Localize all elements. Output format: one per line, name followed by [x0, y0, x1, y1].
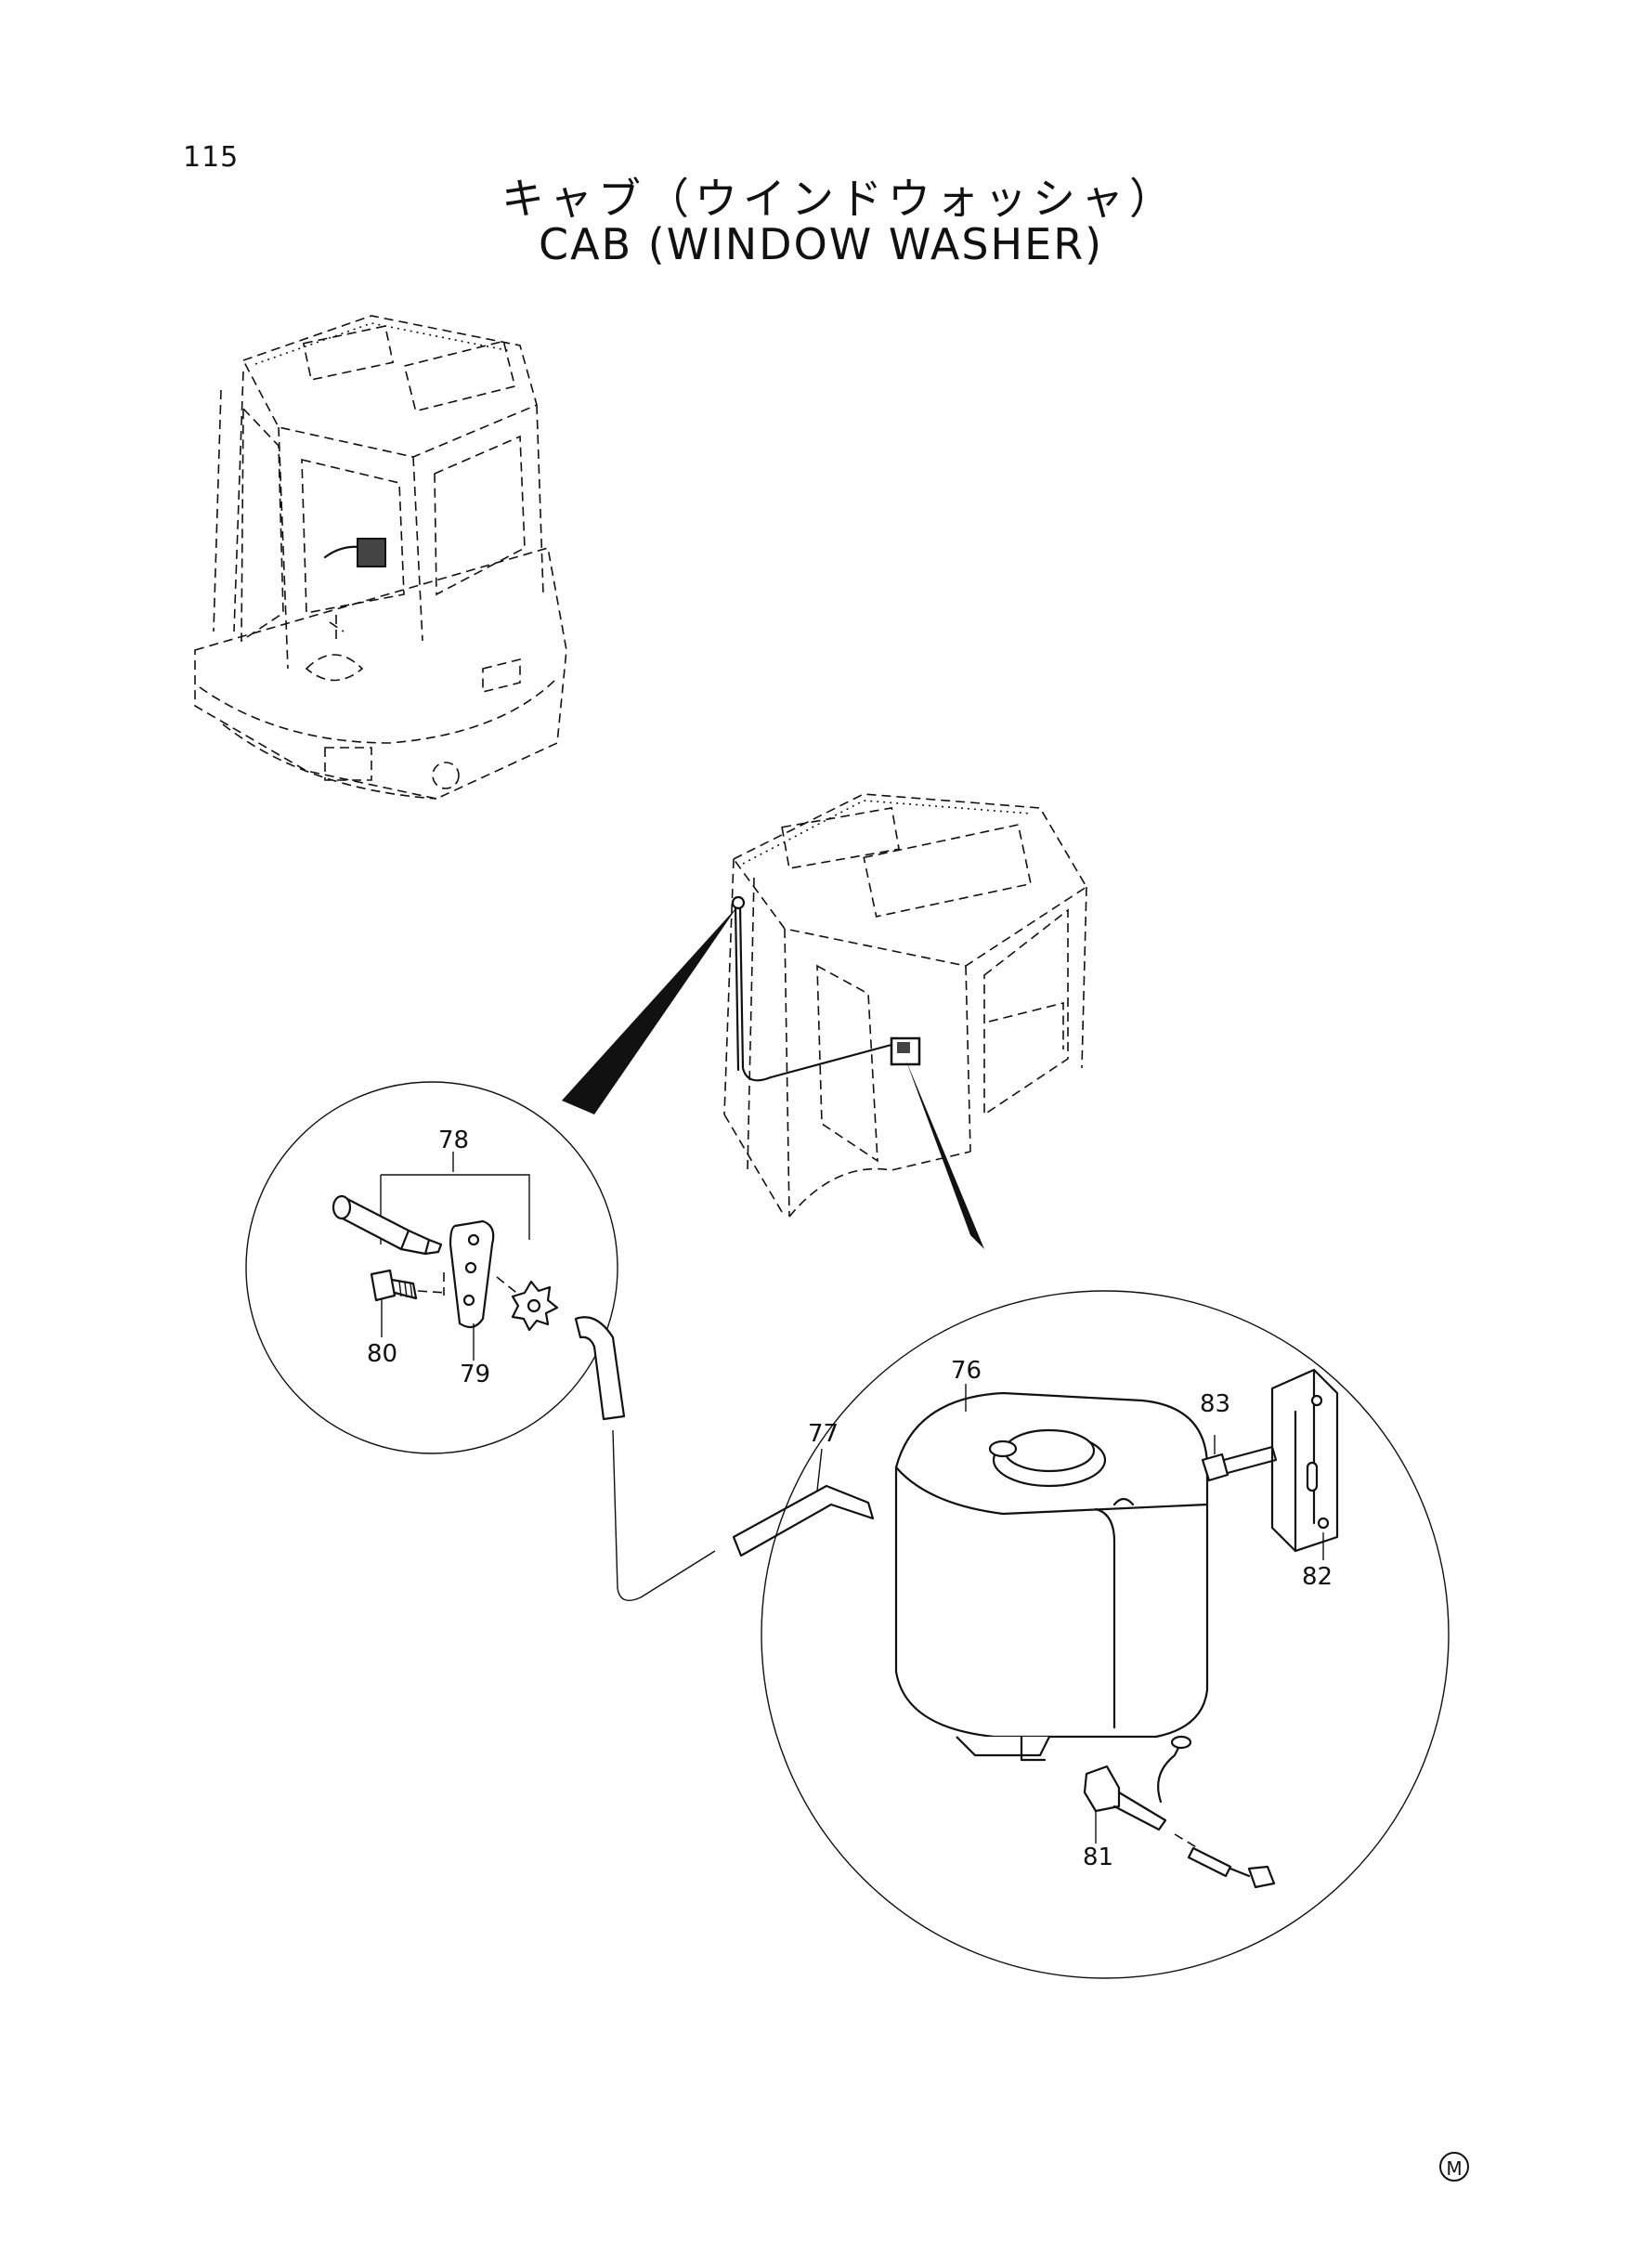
overview-machine: [194, 315, 567, 800]
pointer-nozzle: [562, 905, 738, 1114]
hose-run: 77: [574, 1316, 875, 1601]
callout-78: 78: [438, 1127, 469, 1154]
main-cab: [723, 793, 1088, 1218]
nozzle-detail: 78 79 80: [245, 1081, 618, 1454]
title-english: CAB (WINDOW WASHER): [539, 219, 1104, 269]
title-japanese: キャブ（ウインドウォッシャ）: [501, 174, 1177, 224]
corner-mark: M: [1439, 2152, 1469, 2182]
callout-76: 76: [951, 1357, 982, 1385]
callout-80: 80: [367, 1340, 397, 1368]
callout-83: 83: [1200, 1390, 1230, 1418]
pointer-tank: [905, 1059, 984, 1249]
callout-81: 81: [1083, 1844, 1113, 1871]
callout-82: 82: [1302, 1563, 1333, 1591]
callout-79: 79: [460, 1361, 490, 1388]
page-number: 115: [183, 141, 240, 174]
tank-detail: 76 82 83 81: [761, 1290, 1450, 1979]
